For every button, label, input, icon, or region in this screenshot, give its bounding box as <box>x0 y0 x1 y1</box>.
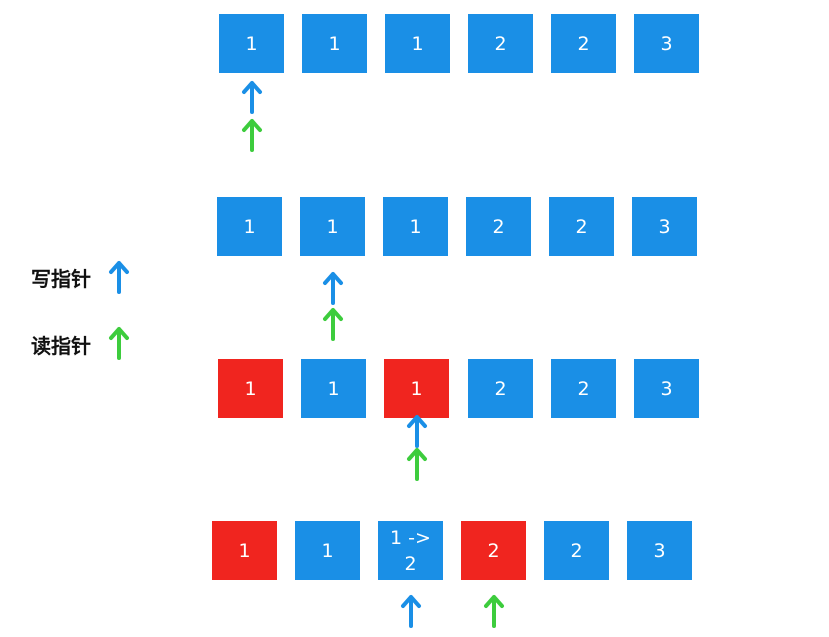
array-cell: 2 <box>544 521 609 580</box>
array-cell: 1 <box>301 359 366 418</box>
array-cell: 2 <box>551 14 616 73</box>
array-cell: 3 <box>632 197 697 256</box>
array-cell: 1 <box>383 197 448 256</box>
write-pointer-arrow-icon <box>323 272 343 305</box>
read-pointer-arrow-icon <box>407 448 427 481</box>
write-pointer-arrow-icon <box>407 415 427 448</box>
array-cell: 1 <box>212 521 277 580</box>
array-cell: 3 <box>634 14 699 73</box>
array-cell: 1 <box>219 14 284 73</box>
array-cell: 1 <box>300 197 365 256</box>
write-pointer-arrow-icon <box>242 81 262 114</box>
read-pointer-legend-icon <box>109 327 129 360</box>
array-cell: 2 <box>461 521 526 580</box>
array-cell: 3 <box>634 359 699 418</box>
array-cell: 1 <box>218 359 283 418</box>
write-pointer-label: 写指针 <box>31 267 91 291</box>
array-cell: 2 <box>468 14 533 73</box>
read-pointer-arrow-icon <box>484 595 504 628</box>
array-cell: 1 <box>295 521 360 580</box>
write-pointer-legend-icon <box>109 261 129 294</box>
array-cell: 2 <box>468 359 533 418</box>
array-cell: 1 <box>302 14 367 73</box>
read-pointer-arrow-icon <box>242 119 262 152</box>
array-cell: 1 <box>385 14 450 73</box>
array-cell: 1 <box>384 359 449 418</box>
array-cell: 2 <box>551 359 616 418</box>
array-cell: 1 -> 2 <box>378 521 443 580</box>
write-pointer-arrow-icon <box>401 595 421 628</box>
read-pointer-arrow-icon <box>323 308 343 341</box>
array-cell: 2 <box>549 197 614 256</box>
array-cell: 2 <box>466 197 531 256</box>
array-cell: 3 <box>627 521 692 580</box>
array-cell: 1 <box>217 197 282 256</box>
read-pointer-label: 读指针 <box>31 334 91 358</box>
